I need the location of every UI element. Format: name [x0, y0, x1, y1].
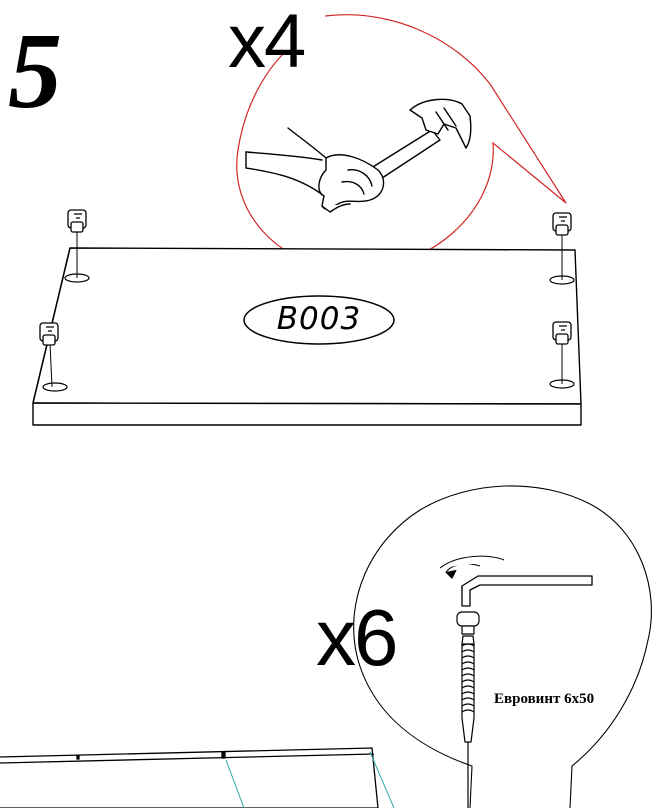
screw-quantity: x6: [316, 593, 398, 682]
screw-name-label: Евровинт 6х50: [494, 691, 595, 707]
part-label-oval: [243, 295, 395, 345]
cam-fitting-top-right: [552, 212, 572, 236]
cam-fitting-top-left: [67, 209, 87, 233]
screw-guide-lines: [225, 751, 395, 808]
bottom-panel: [0, 747, 379, 808]
part-code-label: B003: [276, 301, 362, 337]
step-number: 5: [8, 12, 62, 131]
hammer-icon: [245, 98, 472, 213]
screw-callout: [353, 485, 652, 808]
guide-lines: [49, 230, 563, 388]
cam-fittings: [39, 209, 572, 346]
cam-fitting-bottom-left: [39, 322, 59, 346]
eurovint-screw-icon: [456, 611, 480, 808]
hammer-quantity: x4: [228, 0, 306, 84]
cam-fitting-bottom-right: [552, 321, 572, 345]
allen-key-icon: [439, 555, 593, 607]
